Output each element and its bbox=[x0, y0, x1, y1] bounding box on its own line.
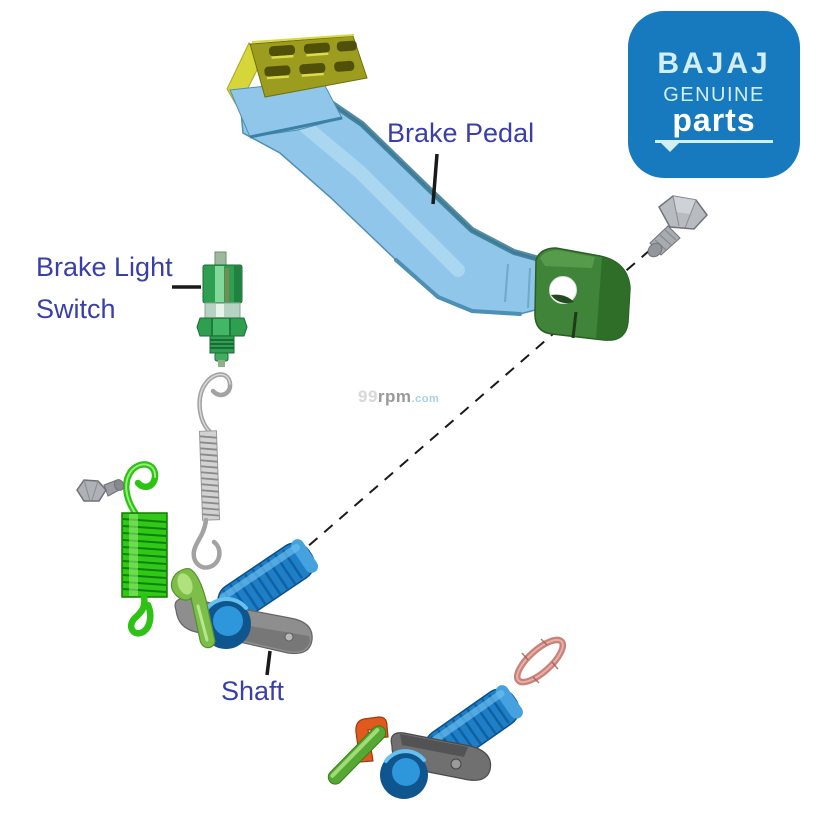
pivot-clamp bbox=[534, 247, 631, 341]
logo-genuine-text: GENUINE bbox=[663, 84, 765, 106]
pedal-arm-crease bbox=[504, 263, 509, 303]
brake-light-switch-label-line1: Brake Light bbox=[36, 252, 173, 282]
steel-return-spring bbox=[191, 372, 233, 570]
brake-light-switch bbox=[196, 251, 248, 367]
watermark-prefix: 99 bbox=[358, 387, 378, 406]
shaft-label: Shaft bbox=[221, 676, 285, 706]
brake-light-switch-label-line2: Switch bbox=[36, 294, 116, 324]
pedal-arm-highlight bbox=[293, 115, 465, 277]
watermark-suffix: .com bbox=[411, 393, 440, 405]
small-hex-bolt bbox=[76, 479, 125, 502]
watermark-name: rpm bbox=[377, 387, 412, 406]
shaft-assembly bbox=[170, 539, 319, 655]
pedal-arm-bottom-edge bbox=[394, 258, 522, 316]
rod-green bbox=[327, 725, 387, 785]
pedal-arm-top-edge bbox=[315, 91, 553, 265]
logo-underline bbox=[655, 140, 773, 152]
pedal-pad-grip-slots bbox=[264, 40, 357, 80]
logo-underline-arrow-icon bbox=[661, 143, 679, 152]
shaft-assembly-variant bbox=[327, 685, 523, 799]
green-return-spring bbox=[121, 461, 168, 637]
shaft-callout-line bbox=[265, 650, 272, 676]
pedal-pad-highlight bbox=[251, 34, 355, 43]
logo-parts-text: parts bbox=[672, 102, 756, 138]
brake-pedal-callout-line bbox=[431, 153, 439, 205]
pedal-arm-crease bbox=[527, 267, 531, 309]
brake-pedal-illustration bbox=[226, 34, 631, 341]
watermark: 99rpm.com bbox=[358, 387, 439, 407]
bajaj-genuine-parts-logo: BAJAJ GENUINE parts bbox=[628, 11, 800, 178]
pedal-plate-edge bbox=[249, 116, 343, 139]
assembly-dashed-line bbox=[305, 249, 651, 549]
steel-spring-coil bbox=[198, 430, 221, 521]
sealing-ring bbox=[513, 636, 567, 686]
pivot-bolt bbox=[647, 195, 708, 258]
logo-brand-text: BAJAJ bbox=[657, 47, 771, 80]
brake-pedal-label: Brake Pedal bbox=[387, 118, 535, 148]
